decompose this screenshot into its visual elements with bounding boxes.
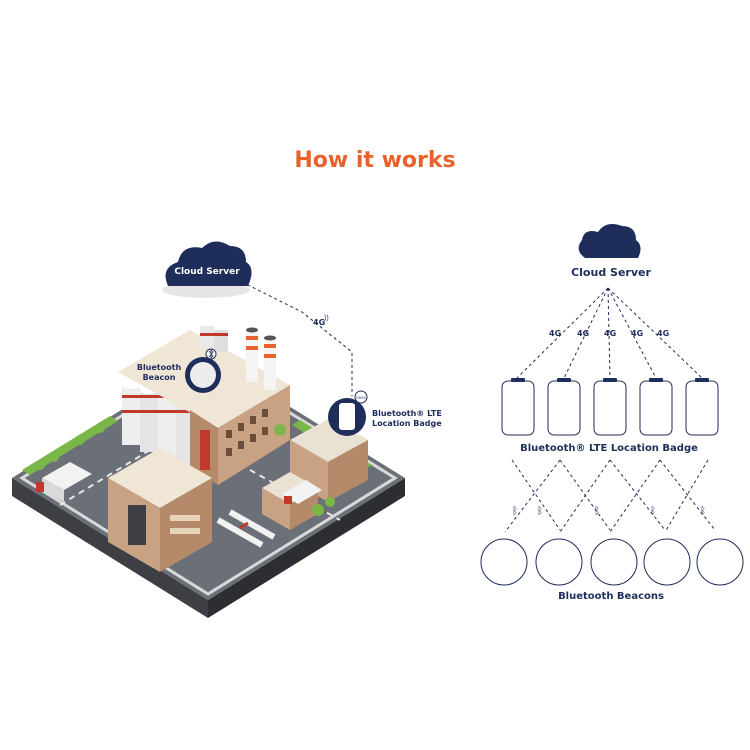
trees bbox=[35, 423, 335, 516]
left-beacon-label-line1: Bluetooth bbox=[137, 363, 182, 372]
svg-text:ᛒ: ᛒ bbox=[594, 506, 600, 517]
link-label-1: 4G bbox=[549, 329, 561, 338]
svg-text:ᛒ: ᛒ bbox=[512, 506, 518, 517]
bluetooth-icons: ᛒ ᛒ ᛒ ᛒ ᛒ bbox=[512, 506, 706, 517]
left-cloud-icon bbox=[162, 241, 252, 298]
badge-icon bbox=[501, 380, 535, 436]
link-label-2: 4G bbox=[577, 329, 589, 338]
svg-text:ᛒ: ᛒ bbox=[537, 506, 543, 517]
left-cloud-label: Cloud Server bbox=[174, 267, 240, 277]
beacon-icon bbox=[480, 538, 528, 586]
front-building bbox=[108, 448, 212, 572]
svg-text:ᛒ: ᛒ bbox=[650, 506, 656, 517]
badges-label: Bluetooth® LTE Location Badge bbox=[520, 443, 698, 454]
badge-icon bbox=[593, 380, 627, 436]
beacons-label: Bluetooth Beacons bbox=[558, 591, 664, 602]
gnss-chip: GNSS bbox=[356, 396, 367, 400]
right-cloud-label: Cloud Server bbox=[571, 266, 651, 279]
beacons-row bbox=[480, 538, 744, 586]
right-cloud-icon bbox=[578, 224, 641, 258]
left-badge-icon bbox=[328, 390, 368, 436]
beacon-icon bbox=[590, 538, 638, 586]
badge-icon bbox=[639, 380, 673, 436]
left-badge-label-line1: Bluetooth® LTE bbox=[372, 409, 442, 418]
trucks bbox=[36, 462, 322, 504]
badge-to-beacon-links bbox=[504, 459, 716, 533]
beacon-icon bbox=[643, 538, 691, 586]
left-badge-label-line2: Location Badge bbox=[372, 419, 442, 428]
pipes bbox=[216, 509, 276, 548]
cloud-to-badge-links bbox=[516, 287, 703, 379]
beacon-icon bbox=[696, 538, 744, 586]
link-label-5: 4G bbox=[657, 329, 669, 338]
badges-row bbox=[501, 380, 719, 436]
left-beacon-label-line2: Beacon bbox=[143, 373, 176, 382]
svg-text:ᛒ: ᛒ bbox=[700, 506, 706, 517]
left-link-label: 4G bbox=[313, 318, 325, 327]
page-title: How it works bbox=[294, 148, 456, 173]
badge-icon bbox=[547, 380, 581, 436]
link-label-4: 4G bbox=[631, 329, 643, 338]
link-label-3: 4G bbox=[604, 329, 616, 338]
beacon-icon bbox=[535, 538, 583, 586]
signal-icon: )) bbox=[324, 315, 329, 322]
badge-icon bbox=[685, 380, 719, 436]
left-beacon-icon bbox=[185, 348, 221, 393]
silos bbox=[122, 381, 194, 466]
